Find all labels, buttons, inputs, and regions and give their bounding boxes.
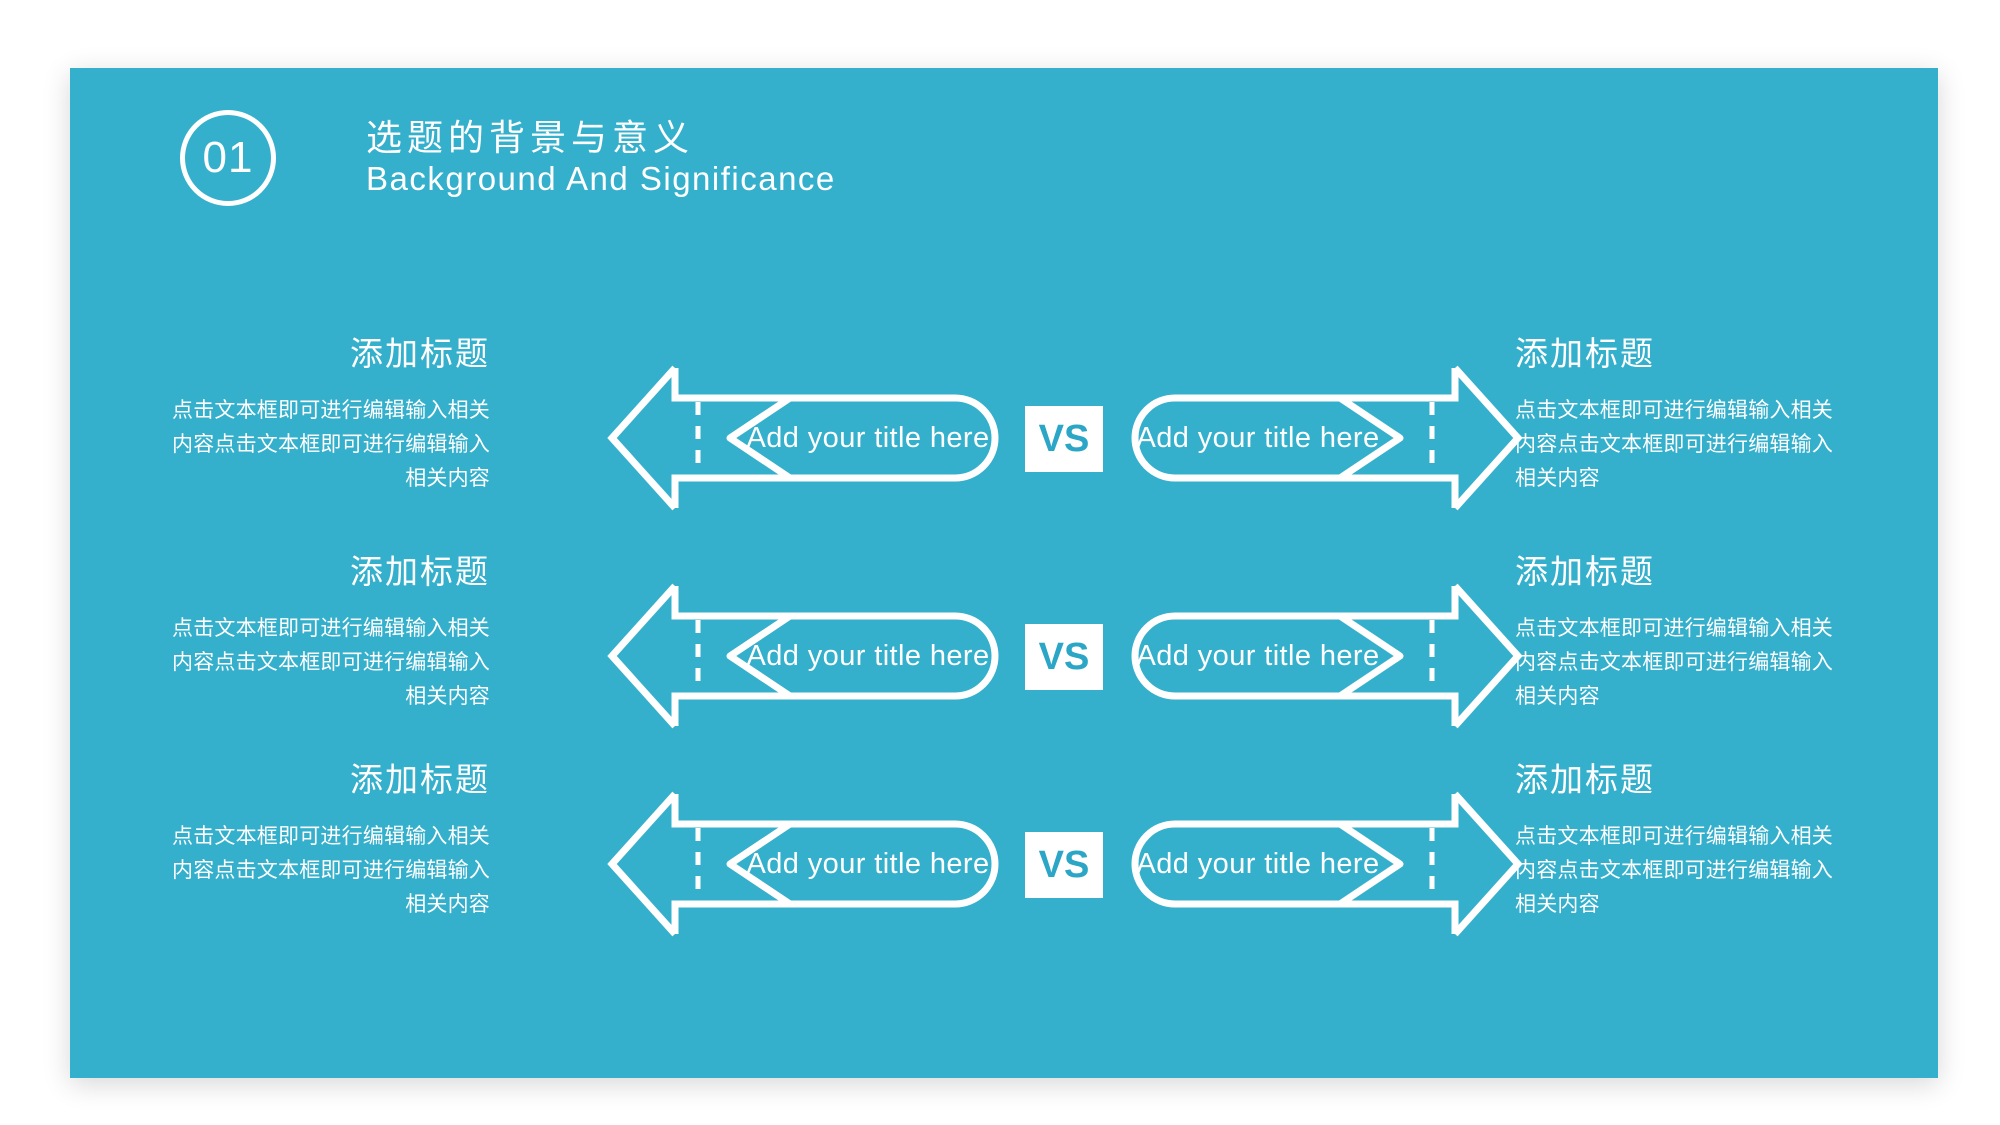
left-title: 添加标题 <box>350 761 490 798</box>
left-title: 添加标题 <box>350 335 490 372</box>
comparison-row: 添加标题 点击文本框即可进行编辑输入相关内容点击文本框即可进行编辑输入相关内容 … <box>70 754 1938 974</box>
right-title: 添加标题 <box>1515 335 1655 372</box>
header-text-block: 选题的背景与意义 Background And Significance <box>366 117 836 198</box>
page-subtitle: Background And Significance <box>366 159 836 197</box>
left-arrow-shaft-bottom <box>671 900 900 934</box>
right-arrow-shaft <box>1230 794 1459 828</box>
row-graphic: Add your title here Add your title here … <box>600 546 1530 766</box>
row-right-text: 添加标题 点击文本框即可进行编辑输入相关内容点击文本框即可进行编辑输入相关内容 <box>1515 552 1845 714</box>
vs-badge: VS <box>1025 406 1103 472</box>
section-number: 01 <box>202 133 254 182</box>
vs-badge: VS <box>1025 624 1103 690</box>
double-arrow-graphic <box>607 583 1523 729</box>
row-graphic: Add your title here Add your title here … <box>600 754 1530 974</box>
left-arrowhead-icon <box>607 583 678 729</box>
right-pill-shape <box>1131 820 1404 908</box>
right-title: 添加标题 <box>1515 553 1655 590</box>
right-pill-shape <box>1131 394 1404 482</box>
row-left-text: 添加标题 点击文本框即可进行编辑输入相关内容点击文本框即可进行编辑输入相关内容 <box>160 552 490 714</box>
left-pill-shape <box>726 394 999 482</box>
double-arrow-graphic <box>607 365 1523 511</box>
right-arrowhead-icon <box>1452 583 1523 729</box>
slide-header: 01 选题的背景与意义 Background And Significance <box>180 110 836 206</box>
left-title: 添加标题 <box>350 553 490 590</box>
comparison-row: 添加标题 点击文本框即可进行编辑输入相关内容点击文本框即可进行编辑输入相关内容 … <box>70 546 1938 766</box>
comparison-row: 添加标题 点击文本框即可进行编辑输入相关内容点击文本框即可进行编辑输入相关内容 <box>70 328 1938 548</box>
right-arrowhead-icon <box>1452 365 1523 511</box>
left-pill-shape <box>726 820 999 908</box>
left-arrow-shaft <box>671 368 900 402</box>
vs-badge: VS <box>1025 832 1103 898</box>
row-right-text: 添加标题 点击文本框即可进行编辑输入相关内容点击文本框即可进行编辑输入相关内容 <box>1515 334 1845 496</box>
right-body: 点击文本框即可进行编辑输入相关内容点击文本框即可进行编辑输入相关内容 <box>1515 398 1833 490</box>
right-arrow-shaft-bottom <box>1230 692 1459 726</box>
right-arrowhead-icon <box>1452 791 1523 937</box>
left-arrow-shaft <box>671 586 900 620</box>
right-arrow-shaft <box>1230 368 1459 402</box>
row-left-text: 添加标题 点击文本框即可进行编辑输入相关内容点击文本框即可进行编辑输入相关内容 <box>160 334 490 496</box>
left-arrow-shaft-bottom <box>671 474 900 508</box>
left-body: 点击文本框即可进行编辑输入相关内容点击文本框即可进行编辑输入相关内容 <box>172 616 490 708</box>
right-pill-shape <box>1131 612 1404 700</box>
slide-canvas: 01 选题的背景与意义 Background And Significance … <box>70 68 1938 1078</box>
left-arrowhead-icon <box>607 365 678 511</box>
right-arrow-shaft-bottom <box>1230 900 1459 934</box>
row-graphic: Add your title here Add your title here … <box>600 328 1530 548</box>
left-arrow-shaft <box>671 794 900 828</box>
row-left-text: 添加标题 点击文本框即可进行编辑输入相关内容点击文本框即可进行编辑输入相关内容 <box>160 760 490 922</box>
left-pill-shape <box>726 612 999 700</box>
left-body: 点击文本框即可进行编辑输入相关内容点击文本框即可进行编辑输入相关内容 <box>172 398 490 490</box>
double-arrow-graphic <box>607 791 1523 937</box>
right-arrow-shaft <box>1230 586 1459 620</box>
section-number-badge: 01 <box>180 110 276 206</box>
right-body: 点击文本框即可进行编辑输入相关内容点击文本框即可进行编辑输入相关内容 <box>1515 824 1833 916</box>
right-body: 点击文本框即可进行编辑输入相关内容点击文本框即可进行编辑输入相关内容 <box>1515 616 1833 708</box>
right-title: 添加标题 <box>1515 761 1655 798</box>
page-title: 选题的背景与意义 <box>366 117 695 159</box>
left-arrow-shaft-bottom <box>671 692 900 726</box>
left-body: 点击文本框即可进行编辑输入相关内容点击文本框即可进行编辑输入相关内容 <box>172 824 490 916</box>
right-arrow-shaft-bottom <box>1230 474 1459 508</box>
row-right-text: 添加标题 点击文本框即可进行编辑输入相关内容点击文本框即可进行编辑输入相关内容 <box>1515 760 1845 922</box>
left-arrowhead-icon <box>607 791 678 937</box>
